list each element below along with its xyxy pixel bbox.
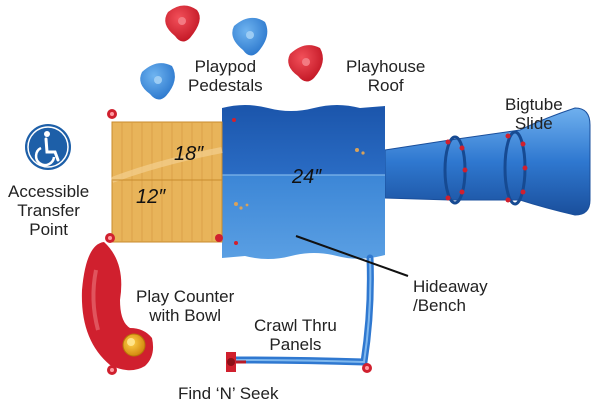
label-playpod-pedestals: Playpod Pedestals xyxy=(188,57,263,95)
playhouse xyxy=(222,105,385,259)
label-playhouse-roof: Playhouse Roof xyxy=(346,57,426,95)
play-counter xyxy=(81,233,154,375)
hideaway-pointer xyxy=(295,235,409,277)
deck xyxy=(107,109,223,243)
bigtube-slide xyxy=(384,107,591,216)
measurement-deck-lower: 12″ xyxy=(136,186,166,208)
label-accessible-transfer-point: Accessible Transfer Point xyxy=(8,182,90,239)
crawl-thru-panels xyxy=(228,254,374,373)
playpod-pedestals xyxy=(140,5,323,100)
label-find-n-seek: Find ‘N’ Seek xyxy=(178,384,279,403)
label-bigtube-slide: Bigtube Slide xyxy=(505,95,563,133)
measurement-deck-upper: 18″ xyxy=(174,143,204,165)
label-play-counter-with-bowl: Play Counter with Bowl xyxy=(136,287,235,325)
playhouse-roof xyxy=(222,105,385,175)
wheelchair-icon xyxy=(25,124,71,170)
measurement-roof-height: 24″ xyxy=(292,166,322,188)
label-hideaway-bench: Hideaway /Bench xyxy=(413,277,488,315)
playhouse-lower xyxy=(222,175,385,259)
find-n-seek xyxy=(226,352,246,372)
label-crawl-thru-panels: Crawl Thru Panels xyxy=(254,316,337,354)
